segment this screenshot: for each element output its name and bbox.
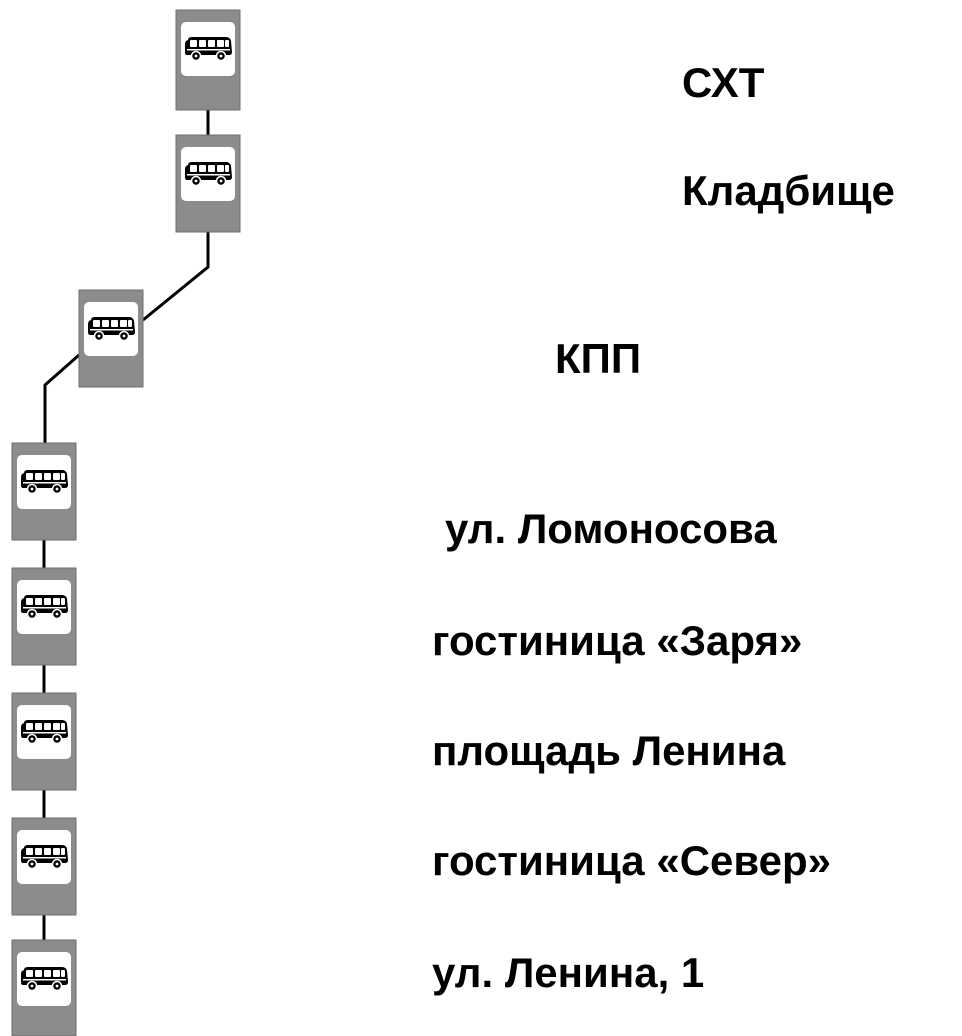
stop-label-4: ул. Ломоносова	[445, 505, 777, 552]
stop-label-7: гостиница «Север»	[432, 837, 832, 884]
bus-icon	[88, 317, 135, 342]
bus-icon	[21, 845, 68, 870]
bus-stop-sign-2	[175, 134, 241, 233]
bus-icon	[21, 967, 68, 992]
stop-label-6: площадь Ленина	[432, 727, 786, 774]
bus-icon	[185, 37, 232, 62]
bus-stop-sign-8	[11, 939, 77, 1036]
bus-stop-sign-7	[11, 817, 77, 916]
bus-stop-signs	[11, 9, 241, 1036]
bus-icon	[21, 595, 68, 620]
bus-icon	[21, 720, 68, 745]
bus-icon	[21, 470, 68, 495]
stop-label-2: Кладбище	[682, 167, 895, 214]
bus-stop-sign-6	[11, 692, 77, 791]
route-line	[42, 110, 210, 940]
bus-stop-sign-3	[78, 289, 144, 388]
bus-stop-sign-4	[11, 442, 77, 541]
stop-label-3: КПП	[555, 335, 642, 382]
connector-line-2	[142, 232, 210, 322]
stop-label-8: ул. Ленина, 1	[432, 949, 705, 996]
connector-line-3	[43, 353, 80, 443]
bus-stop-sign-5	[11, 567, 77, 666]
bus-icon	[185, 162, 232, 187]
stop-label-5: гостиница «Заря»	[432, 617, 803, 664]
bus-stop-sign-1	[175, 9, 241, 111]
stop-label-1: СХТ	[682, 59, 765, 106]
